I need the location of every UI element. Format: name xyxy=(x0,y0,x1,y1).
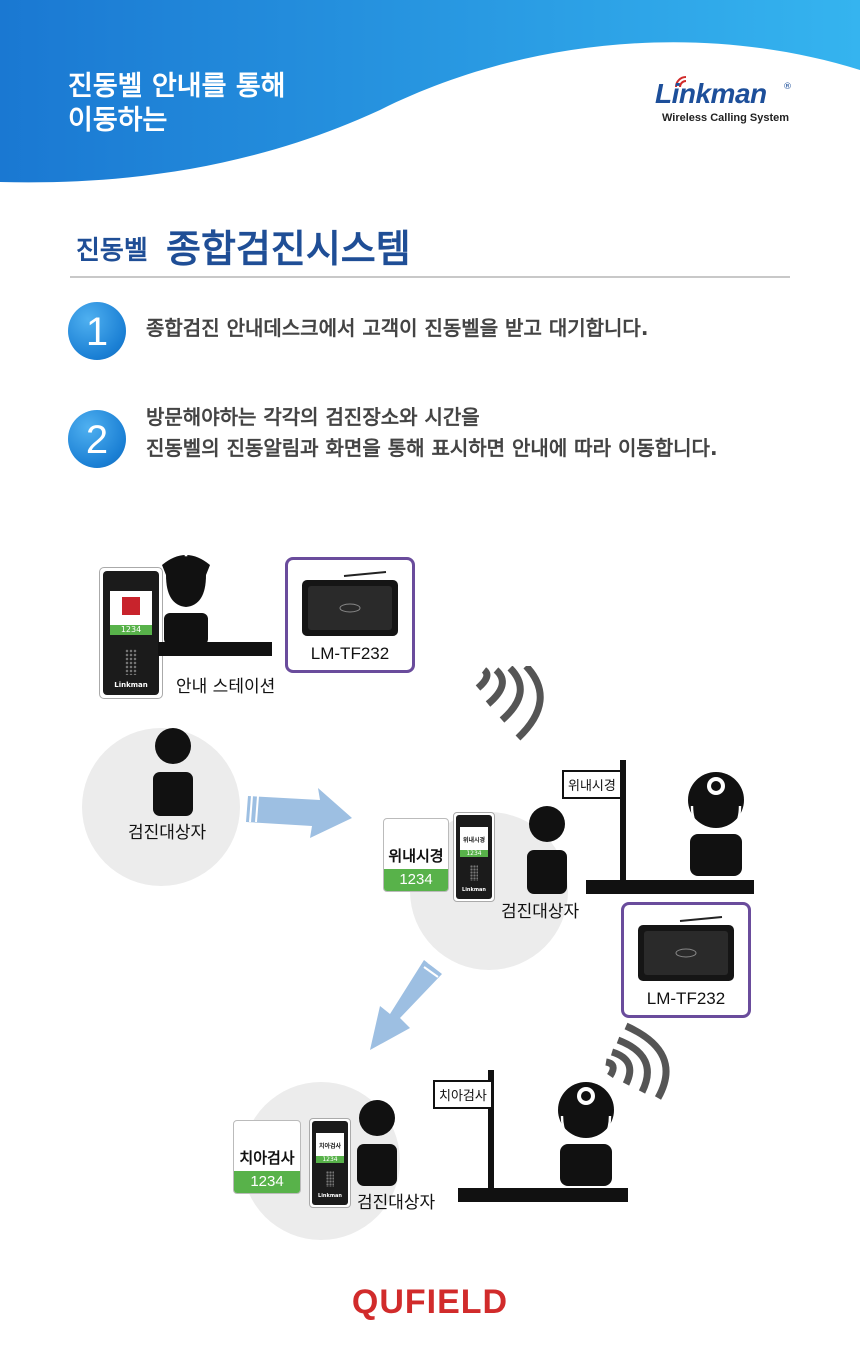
header-title: 진동벨 안내를 통해 이동하는 xyxy=(68,70,286,138)
sign-post-1 xyxy=(620,760,626,888)
patient-pager-3-location: 치아검사 xyxy=(318,1143,342,1150)
location-card-1: 위내시경 1234 xyxy=(383,818,449,892)
step-2-line-2: 진동벨의 진동알림과 화면을 통해 표시하면 안내에 따라 이동합니다. xyxy=(146,436,718,460)
location-card-2: 치아검사 1234 xyxy=(233,1120,301,1194)
logo-tagline: Wireless Calling System xyxy=(662,112,790,124)
step-1-number-badge: 1 xyxy=(68,302,126,360)
flow-arrow-1 xyxy=(246,788,352,838)
step-1-text: 종합검진 안내데스크에서 고객이 진동벨을 받고 대기합니다. xyxy=(146,313,648,344)
flow-arrow-2 xyxy=(370,960,443,1050)
transmitter-device-1: LM-TF232 xyxy=(285,557,415,673)
wireless-signal-icon xyxy=(675,76,687,88)
patient-pager-3-screen: 치아검사 1234 xyxy=(316,1133,344,1163)
sign-label-2: 치아검사 xyxy=(433,1080,493,1109)
station-label: 안내 스테이션 xyxy=(176,677,276,697)
section-title: 종합검진시스템 xyxy=(166,227,411,271)
station-pager-brand: Linkman xyxy=(114,681,148,689)
patient-pager-3-frame: 치아검사 1234 Linkman xyxy=(309,1118,351,1208)
station-desk xyxy=(158,642,272,656)
location-card-2-name: 치아검사 xyxy=(239,1149,295,1167)
registered-mark: ® xyxy=(783,82,792,92)
station-pager-number: 1234 xyxy=(110,625,152,635)
patient-pager-3-number: 1234 xyxy=(316,1156,344,1163)
section-title-prefix: 진동벨 xyxy=(76,236,148,266)
doctor-icon-2 xyxy=(558,1082,614,1186)
linkman-logo: Linkman xyxy=(655,78,767,109)
patient-icon-3 xyxy=(357,1100,397,1186)
station-pager-frame: 1234 Linkman xyxy=(99,567,163,699)
patient-label-1: 검진대상자 xyxy=(128,823,207,843)
step-2-text: 방문해야하는 각각의 검진장소와 시간을 진동벨의 진동알림과 화면을 통해 표… xyxy=(146,402,718,464)
patient-pager-2-brand: Linkman xyxy=(462,887,486,893)
nurse-icon xyxy=(162,548,210,645)
header-title-line1: 진동벨 안내를 통해 xyxy=(68,71,286,102)
pager-speaker-icon xyxy=(470,865,478,881)
device-1-model: LM-TF232 xyxy=(310,644,390,663)
doctor-icon-1 xyxy=(688,772,744,876)
location-card-1-name: 위내시경 xyxy=(388,847,444,865)
transmitter-icon xyxy=(302,571,398,636)
location-card-1-number: 1234 xyxy=(384,869,448,891)
transmitter-device-2: LM-TF232 xyxy=(621,902,751,1018)
patient-pager-3-body: 치아검사 1234 Linkman xyxy=(312,1121,348,1205)
patient-label-2: 검진대상자 xyxy=(501,902,580,922)
patient-pager-2-screen: 위내시경 1234 xyxy=(460,827,488,857)
transmitter-icon xyxy=(638,916,734,981)
patient-pager-2-location: 위내시경 xyxy=(462,837,486,844)
patient-label-3: 검진대상자 xyxy=(357,1193,436,1213)
pager-screen-graphic-icon xyxy=(122,597,140,615)
location-card-2-number: 1234 xyxy=(234,1171,300,1193)
step-2-line-1: 방문해야하는 각각의 검진장소와 시간을 xyxy=(146,405,480,429)
footer-brand-logo: QUFIELD xyxy=(351,1283,509,1321)
exam-desk-1 xyxy=(586,880,754,894)
section-divider xyxy=(70,276,790,278)
wireless-waves-icon-2 xyxy=(605,1022,670,1100)
header-wave-banner xyxy=(0,0,860,183)
patient-icon-1 xyxy=(153,728,193,816)
patient-icon-2 xyxy=(527,806,567,894)
patient-pager-2-frame: 위내시경 1234 Linkman xyxy=(453,812,495,902)
sign-post-2 xyxy=(488,1070,494,1190)
pager-speaker-icon xyxy=(326,1171,334,1187)
header-title-line2: 이동하는 xyxy=(68,105,168,136)
sign-label-1: 위내시경 xyxy=(562,770,622,799)
device-2-model: LM-TF232 xyxy=(646,989,726,1008)
step-2-number-badge: 2 xyxy=(68,410,126,468)
wireless-waves-icon-1 xyxy=(475,666,544,741)
patient-pager-2-number: 1234 xyxy=(460,850,488,857)
step-1-line-1: 종합검진 안내데스크에서 고객이 진동벨을 받고 대기합니다. xyxy=(146,316,649,340)
pager-speaker-icon xyxy=(125,649,137,675)
patient-pager-3-brand: Linkman xyxy=(318,1193,342,1199)
station-pager-body: 1234 Linkman xyxy=(103,571,159,695)
patient-pager-2-body: 위내시경 1234 Linkman xyxy=(456,815,492,899)
exam-desk-2 xyxy=(458,1188,628,1202)
station-pager-screen: 1234 xyxy=(110,591,152,635)
